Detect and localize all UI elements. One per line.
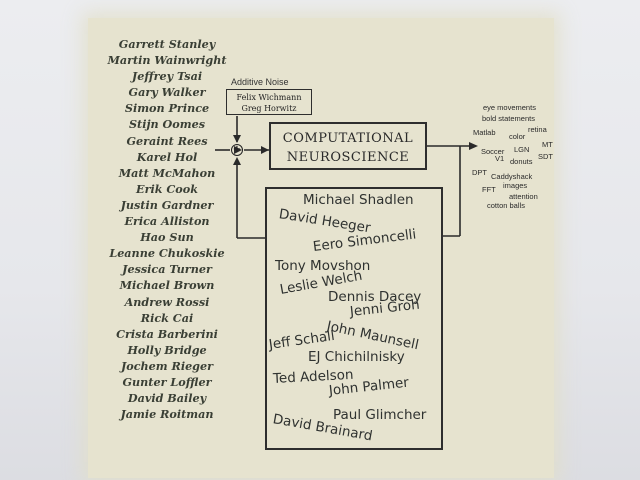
- left-name: Erik Cook: [136, 181, 198, 196]
- left-name: Stijn Oomes: [128, 117, 206, 132]
- arrowhead-up-icon: [233, 157, 241, 165]
- output-word: FFT: [482, 185, 496, 194]
- noise-name: Felix Wichmann: [236, 93, 302, 102]
- left-name: Rick Cai: [140, 310, 194, 325]
- left-name: Jessica Turner: [122, 262, 212, 277]
- summing-node-icon: +: [231, 144, 243, 156]
- person-name: EJ Chichilnisky: [308, 349, 405, 365]
- left-name: Garrett Stanley: [118, 37, 216, 51]
- output-word: attention: [509, 192, 538, 201]
- noise-label: Additive Noise: [231, 77, 289, 87]
- output-word: Matlab: [473, 128, 496, 137]
- output-word: MT: [542, 140, 553, 149]
- left-name: Crista Barberini: [116, 326, 218, 341]
- left-name: Matt McMahon: [118, 165, 216, 180]
- output-word: LGN: [514, 145, 530, 154]
- output-word: V1: [495, 154, 505, 163]
- arrowhead-down-icon: [233, 135, 241, 143]
- output-word: Soccer: [481, 147, 505, 156]
- noise-name: Greg Horwitz: [241, 104, 297, 113]
- left-name: Leanne Chukoskie: [109, 246, 225, 261]
- output-word: bold statements: [482, 114, 535, 123]
- computational-neuroscience-box: COMPUTATIONAL NEUROSCIENCE: [269, 122, 427, 170]
- left-name: Holly Bridge: [127, 342, 207, 357]
- left-name-list: Garrett Stanley Martin Wainwright Jeffre…: [100, 36, 234, 422]
- left-name: Jamie Roitman: [120, 407, 214, 422]
- output-word: eye movements: [483, 103, 536, 112]
- left-name: Justin Gardner: [120, 197, 214, 212]
- left-name: Jeffrey Tsai: [131, 69, 203, 84]
- output-word: Caddyshack: [491, 172, 533, 181]
- left-name: Gary Walker: [128, 85, 206, 100]
- box-title-line: NEUROSCIENCE: [286, 150, 410, 165]
- left-name: Simon Prince: [124, 101, 210, 116]
- noise-box: Felix Wichmann Greg Horwitz: [226, 89, 312, 115]
- output-word: cotton balls: [487, 201, 525, 210]
- box-title-line: COMPUTATIONAL: [282, 131, 414, 146]
- output-word: donuts: [510, 157, 533, 166]
- left-name: Gunter Loffler: [122, 374, 212, 389]
- person-name: Tony Movshon: [275, 258, 371, 274]
- left-name: Karel Hol: [136, 149, 198, 164]
- arrowhead-right-icon: [261, 146, 269, 154]
- left-name: Jochem Rieger: [120, 358, 214, 373]
- person-name: Michael Shadlen: [303, 192, 414, 208]
- left-name: David Bailey: [127, 391, 207, 406]
- left-name: Hao Sun: [140, 230, 194, 245]
- print-panel: [88, 18, 554, 478]
- output-word: SDT: [538, 152, 553, 161]
- left-name: Michael Brown: [119, 278, 215, 293]
- person-name: Paul Glimcher: [333, 407, 427, 423]
- left-name: Martin Wainwright: [107, 53, 227, 68]
- output-word: color: [509, 132, 526, 141]
- left-name: Andrew Rossi: [124, 294, 210, 309]
- left-name: Geraint Rees: [126, 133, 208, 148]
- people-box: [265, 187, 443, 450]
- left-name: Erica Alliston: [124, 214, 210, 229]
- arrowhead-right-icon: [469, 142, 478, 150]
- output-word: images: [503, 181, 528, 190]
- output-word: DPT: [472, 168, 487, 177]
- output-word: retina: [528, 125, 547, 134]
- person-name: Dennis Dacey: [328, 289, 422, 305]
